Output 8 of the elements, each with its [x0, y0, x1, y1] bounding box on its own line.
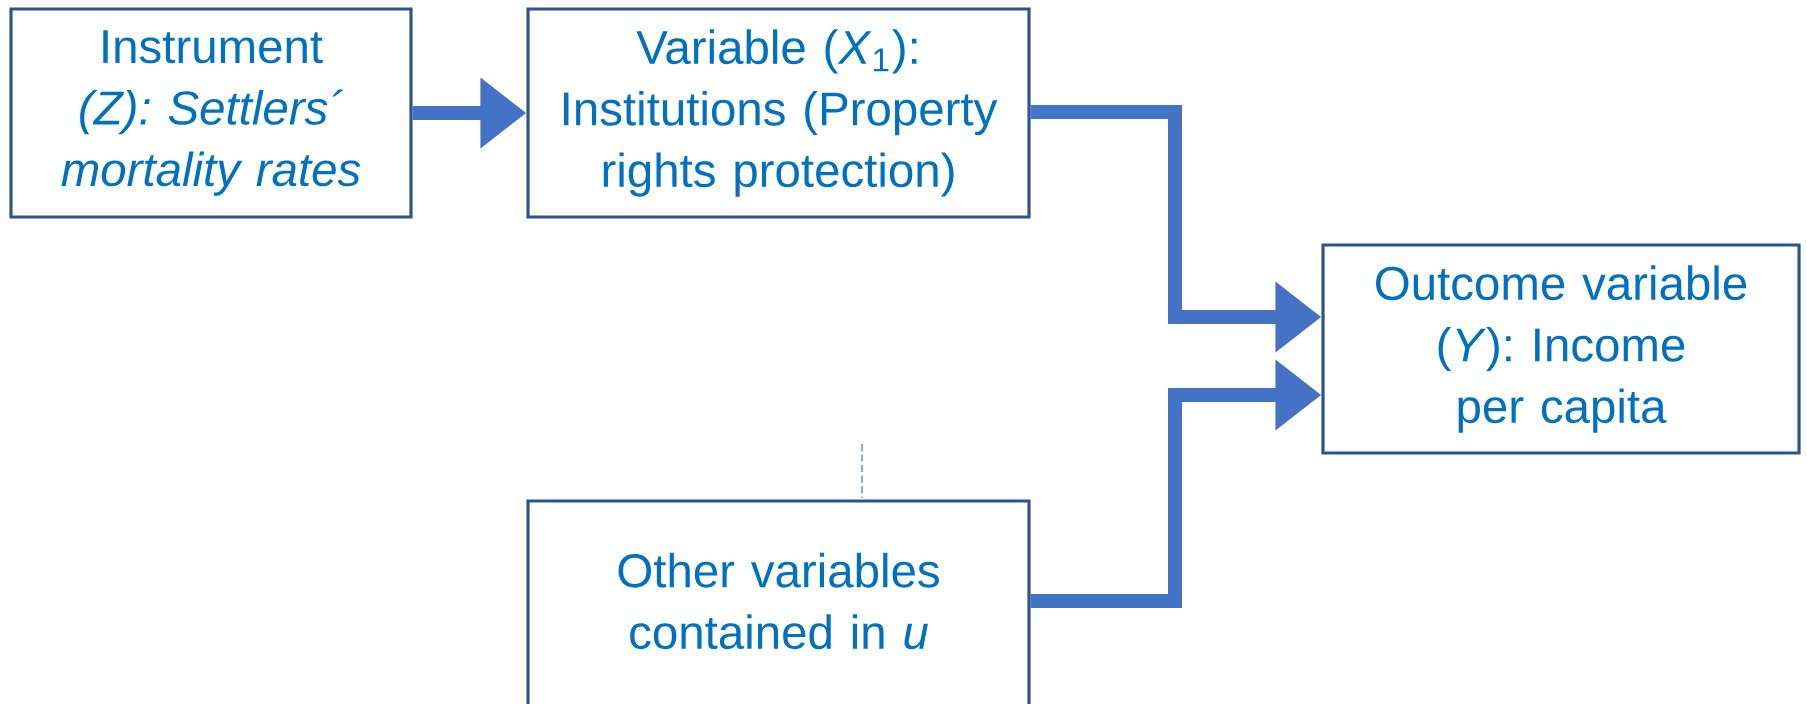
node-label: Instrument (Z): Settlers´ mortality rates [61, 30, 361, 196]
text-box [1321, 243, 1801, 455]
text-box [526, 7, 1031, 219]
node-label: Other variables contained in u [618, 552, 939, 650]
node-label: Variable (X$_{1}$): Institutions (Property rights protection) [563, 29, 998, 197]
node-label: Outcome variable (Y): Income per capita [1376, 265, 1747, 433]
text-box [526, 499, 1031, 704]
text-box [9, 7, 413, 219]
